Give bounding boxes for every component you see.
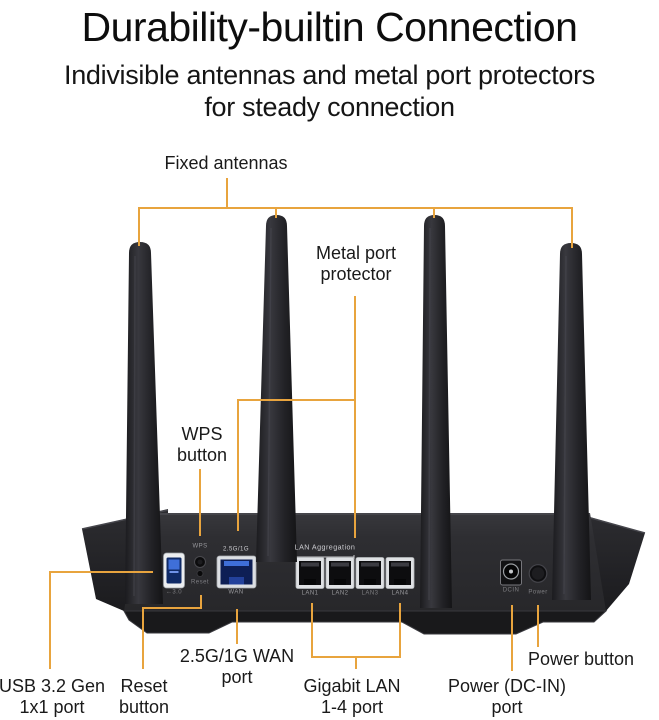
callout-dcin-line1: Power (DC-IN)	[447, 676, 567, 696]
callout-lan-line2: 1-4 port	[320, 697, 384, 717]
antenna-2-highlight	[267, 227, 272, 557]
callout-wan-port: 2.5G/1G WAN port	[180, 646, 294, 688]
antenna-2	[256, 215, 297, 562]
callout-lan-line1: Gigabit LAN	[303, 676, 401, 696]
page-subtitle-line1: Indivisible antennas and metal port prot…	[63, 60, 596, 90]
callout-reset-line2: button	[118, 697, 170, 717]
fixed-antennas-line	[138, 178, 573, 248]
panel-dcin-label: DCIN	[502, 586, 520, 594]
callout-fixed-antennas-text: Fixed antennas	[164, 153, 288, 173]
wps-button-control	[194, 556, 206, 568]
antenna-4-highlight	[563, 255, 567, 595]
panel-reset-label: Reset	[190, 578, 210, 586]
callout-dcin-line2: port	[491, 697, 523, 717]
antennas	[125, 215, 591, 608]
antenna-1	[125, 242, 163, 604]
lan-port-3	[355, 557, 385, 589]
panel-power-label: Power	[528, 588, 548, 596]
panel-lan3-label: LAN3	[361, 589, 379, 597]
callout-reset-button: Reset button	[119, 676, 169, 718]
usb-3-port	[163, 552, 185, 589]
callout-wps-line1: WPS	[181, 424, 223, 444]
dc-in-port	[500, 559, 522, 586]
callout-lines	[49, 178, 573, 671]
panel-lan-aggregation-label: LAN Aggregation	[294, 542, 356, 552]
callout-wps-button: WPS button	[177, 424, 227, 466]
callout-wan-line1: 2.5G/1G WAN	[179, 646, 295, 666]
panel-lan4-label: LAN4	[391, 589, 409, 597]
page-subtitle-line2: for steady connection	[204, 92, 455, 122]
callout-gigabit-lan: Gigabit LAN 1-4 port	[303, 676, 400, 718]
callout-usb-line2: 1x1 port	[19, 697, 85, 717]
antenna-3-highlight	[428, 227, 431, 601]
callout-power-button-text: Power button	[527, 649, 635, 669]
lan-port-4	[385, 557, 415, 589]
callout-power-button: Power button	[528, 649, 634, 670]
antenna-4	[552, 243, 591, 600]
callout-fixed-antennas: Fixed antennas	[164, 153, 287, 174]
panel-usb-label: ←3.0	[165, 588, 183, 596]
callout-metal-line2: protector	[320, 264, 392, 284]
panel-wan-label: WAN	[228, 588, 244, 596]
antenna-1-highlight	[133, 255, 136, 597]
lan-port-2	[325, 557, 355, 589]
callout-usb-port: USB 3.2 Gen 1x1 port	[0, 676, 105, 718]
panel-lan2-label: LAN2	[331, 589, 349, 597]
callout-reset-line1: Reset	[120, 676, 168, 696]
callout-metal-line1: Metal port	[315, 243, 397, 263]
panel-wps-label: WPS	[192, 542, 208, 550]
bottom-bevel	[124, 611, 606, 634]
callout-wps-line2: button	[176, 445, 228, 465]
callout-power-dcin: Power (DC-IN) port	[448, 676, 566, 718]
callout-metal-port-protector: Metal port protector	[316, 243, 396, 285]
callout-wan-line2: port	[221, 667, 253, 687]
panel-wan-speed-label: 2.5G/1G	[223, 545, 249, 553]
wan-port	[216, 555, 257, 589]
metal-port-protector-line	[237, 296, 356, 538]
callout-usb-line1: USB 3.2 Gen	[0, 676, 106, 696]
reset-button-line	[142, 595, 202, 669]
reset-button-control	[196, 570, 204, 577]
power-button-control	[528, 564, 548, 583]
gigabit-lan-line	[311, 603, 401, 669]
panel-lan1-label: LAN1	[301, 589, 319, 597]
lan-port-1	[295, 557, 325, 589]
usb-port-line	[49, 571, 153, 669]
antenna-3	[420, 215, 452, 608]
page-title: Durability-builtin Connection	[81, 4, 578, 50]
lan-ports	[295, 557, 415, 589]
